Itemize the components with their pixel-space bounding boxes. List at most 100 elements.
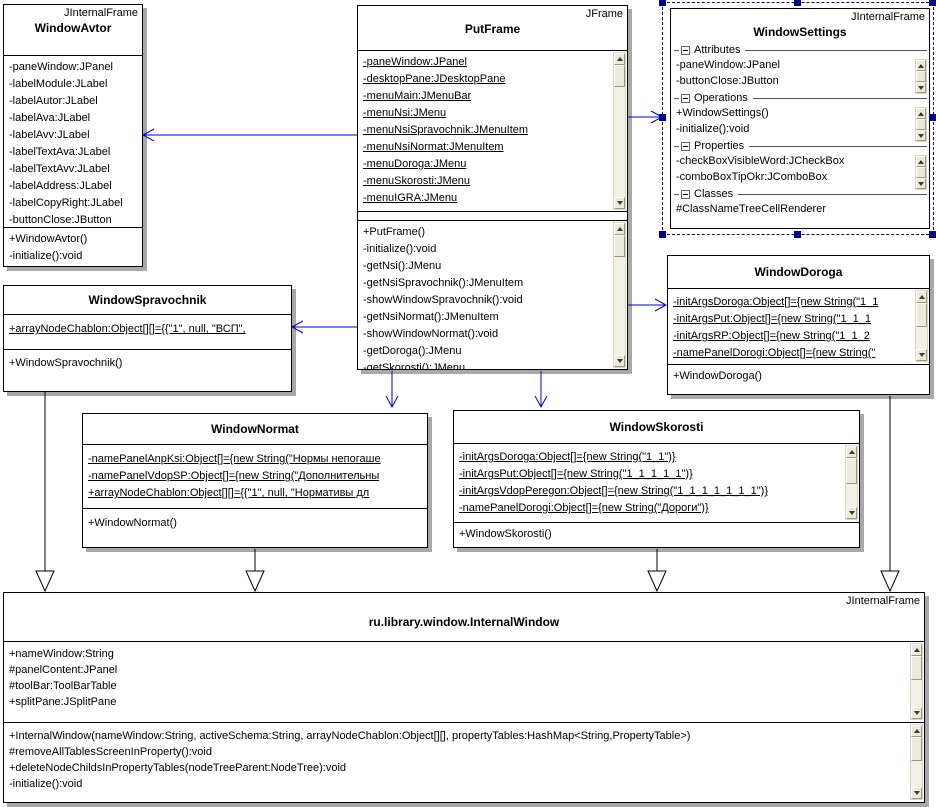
class-box-window-avtor[interactable]: JInternalFrame WindowAvtor -paneWindow:J… (3, 4, 143, 267)
scroll-up-icon[interactable] (614, 223, 625, 235)
operation-row: -showWindowSpravochnik():void (363, 294, 523, 306)
operation-row: -getNsiNormat():JMenuItem (363, 311, 499, 323)
scroll-up-icon[interactable] (916, 108, 926, 119)
scroll-down-icon[interactable] (916, 130, 926, 141)
attribute-row: -labelTextAva:JLabel (9, 146, 111, 158)
stereotype-label: JFrame (585, 8, 623, 20)
attribute-row: -labelAva:JLabel (9, 112, 91, 124)
selection-handle-top-left[interactable] (659, 0, 666, 6)
class-box-window-normat[interactable]: WindowNormat -namePanelAnpKsi:Object[]={… (82, 413, 428, 548)
class-header: JFrame PutFrame (358, 6, 627, 50)
attribute-row: +nameWindow:String (9, 648, 114, 660)
scroll-up-icon[interactable] (916, 60, 926, 71)
collapse-icon[interactable] (681, 45, 690, 55)
scrollbar-track[interactable] (614, 257, 625, 355)
selection-handle-top-center[interactable] (794, 0, 801, 6)
scroll-down-icon[interactable] (911, 787, 922, 799)
scroll-down-icon[interactable] (614, 355, 625, 367)
operations-mini-scrollbar[interactable] (915, 107, 927, 142)
class-name: PutFrame (464, 22, 521, 36)
scrollbar-track[interactable] (614, 87, 625, 197)
group-rule (752, 97, 927, 99)
scroll-up-icon[interactable] (916, 291, 927, 303)
selection-handle-top-right[interactable] (929, 0, 936, 6)
scrollbar-thumb[interactable] (846, 458, 857, 484)
inheritance-arrow-windowspravochnik-internalwindow[interactable] (35, 391, 55, 593)
scroll-down-icon[interactable] (916, 349, 927, 361)
attributes-scrollbar[interactable] (845, 445, 858, 520)
class-box-window-spravochnik[interactable]: WindowSpravochnik +arrayNodeChablon:Obje… (3, 285, 292, 392)
scroll-down-icon[interactable] (916, 82, 926, 93)
scrollbar-track[interactable] (916, 327, 927, 349)
class-box-window-settings[interactable]: JInternalFrame WindowSettings Attributes… (670, 8, 930, 229)
dependency-arrow-putframe-windowdoroga[interactable] (628, 298, 668, 312)
operation-row: +WindowAvtor() (9, 233, 88, 245)
inheritance-arrow-windowskorosti-internalwindow[interactable] (647, 549, 667, 593)
dependency-arrow-putframe-windowsettings[interactable] (628, 110, 664, 124)
dependency-arrow-putframe-windowspravochnik[interactable] (290, 320, 357, 334)
class-name: WindowSpravochnik (88, 293, 207, 307)
group-label: Operations (694, 92, 748, 104)
dependency-arrow-putframe-windowavtor[interactable] (141, 128, 357, 142)
scrollbar-thumb[interactable] (916, 303, 927, 327)
scroll-up-icon[interactable] (846, 446, 857, 458)
scrollbar-track[interactable] (911, 680, 922, 707)
class-box-window-skorosti[interactable]: WindowSkorosti -initArgsDoroga:Object[]=… (453, 410, 860, 548)
inheritance-arrow-windownormat-internalwindow[interactable] (245, 549, 265, 593)
class-header: WindowSpravochnik (4, 286, 291, 314)
attribute-row: +splitPane:JSplitPane (9, 696, 117, 708)
attribute-row: #toolBar:ToolBarTable (9, 680, 117, 692)
scrollbar-track[interactable] (911, 761, 922, 787)
attributes-mini-scrollbar[interactable] (915, 59, 927, 94)
scroll-down-icon[interactable] (911, 707, 922, 719)
selection-handle-bottom-center[interactable] (794, 231, 801, 238)
attributes-scrollbar[interactable] (613, 52, 626, 210)
scroll-up-icon[interactable] (916, 156, 926, 167)
operations-compartment: +WindowSpravochnik() (4, 349, 291, 391)
selection-handle-mid-left[interactable] (659, 114, 666, 121)
scrollbar-thumb[interactable] (916, 119, 926, 130)
operations-scrollbar[interactable] (613, 222, 626, 368)
selection-handle-bottom-right[interactable] (929, 231, 936, 238)
operation-row: +PutFrame() (363, 226, 426, 238)
selection-handle-bottom-left[interactable] (659, 231, 666, 238)
operation-row: +WindowDoroga() (673, 370, 762, 382)
scroll-up-icon[interactable] (911, 725, 922, 737)
scroll-up-icon[interactable] (614, 53, 625, 65)
operation-row: -getNsi():JMenu (363, 260, 442, 272)
operations-scrollbar[interactable] (910, 724, 923, 800)
collapse-icon[interactable] (681, 93, 690, 103)
scrollbar-thumb[interactable] (916, 167, 926, 178)
dependency-arrow-putframe-windowskorosti[interactable] (534, 371, 548, 409)
class-box-internal-window[interactable]: JInternalFrame ru.library.window.Interna… (3, 592, 925, 803)
scrollbar-thumb[interactable] (911, 737, 922, 761)
inheritance-arrow-windowdoroga-internalwindow[interactable] (880, 396, 900, 593)
scrollbar-thumb[interactable] (916, 71, 926, 82)
scrollbar-track[interactable] (846, 484, 857, 507)
scroll-down-icon[interactable] (916, 178, 926, 189)
selection-handle-mid-right[interactable] (929, 114, 936, 121)
scrollbar-thumb[interactable] (911, 656, 922, 680)
attribute-row: -namePanelDorogi:Object[]={new String("Д… (459, 502, 709, 514)
group-rule (674, 97, 679, 99)
operation-row: -initialize():void (676, 123, 750, 135)
scrollbar-thumb[interactable] (614, 235, 625, 257)
scroll-down-icon[interactable] (846, 507, 857, 519)
attributes-compartment: -initArgsDoroga:Object[]={new String("1_… (454, 443, 859, 522)
class-box-put-frame[interactable]: JFrame PutFrame -paneWindow:JPanel -desk… (357, 5, 628, 370)
attribute-row: -initArgsPut:Object[]={new String("1_1_1 (673, 313, 872, 325)
attribute-row: -paneWindow:JPanel (9, 61, 113, 73)
collapse-icon[interactable] (681, 141, 690, 151)
dependency-arrow-putframe-windownormat[interactable] (385, 371, 399, 409)
class-box-window-doroga[interactable]: WindowDoroga -initArgsDoroga:Object[]={n… (667, 255, 930, 395)
properties-mini-scrollbar[interactable] (915, 155, 927, 190)
attributes-scrollbar[interactable] (910, 643, 923, 720)
group-rule (674, 145, 679, 147)
scroll-up-icon[interactable] (911, 644, 922, 656)
scroll-down-icon[interactable] (614, 197, 625, 209)
attributes-scrollbar[interactable] (915, 290, 928, 362)
scrollbar-thumb[interactable] (614, 65, 625, 87)
collapse-icon[interactable] (681, 189, 690, 199)
class-name: WindowSkorosti (609, 420, 704, 434)
